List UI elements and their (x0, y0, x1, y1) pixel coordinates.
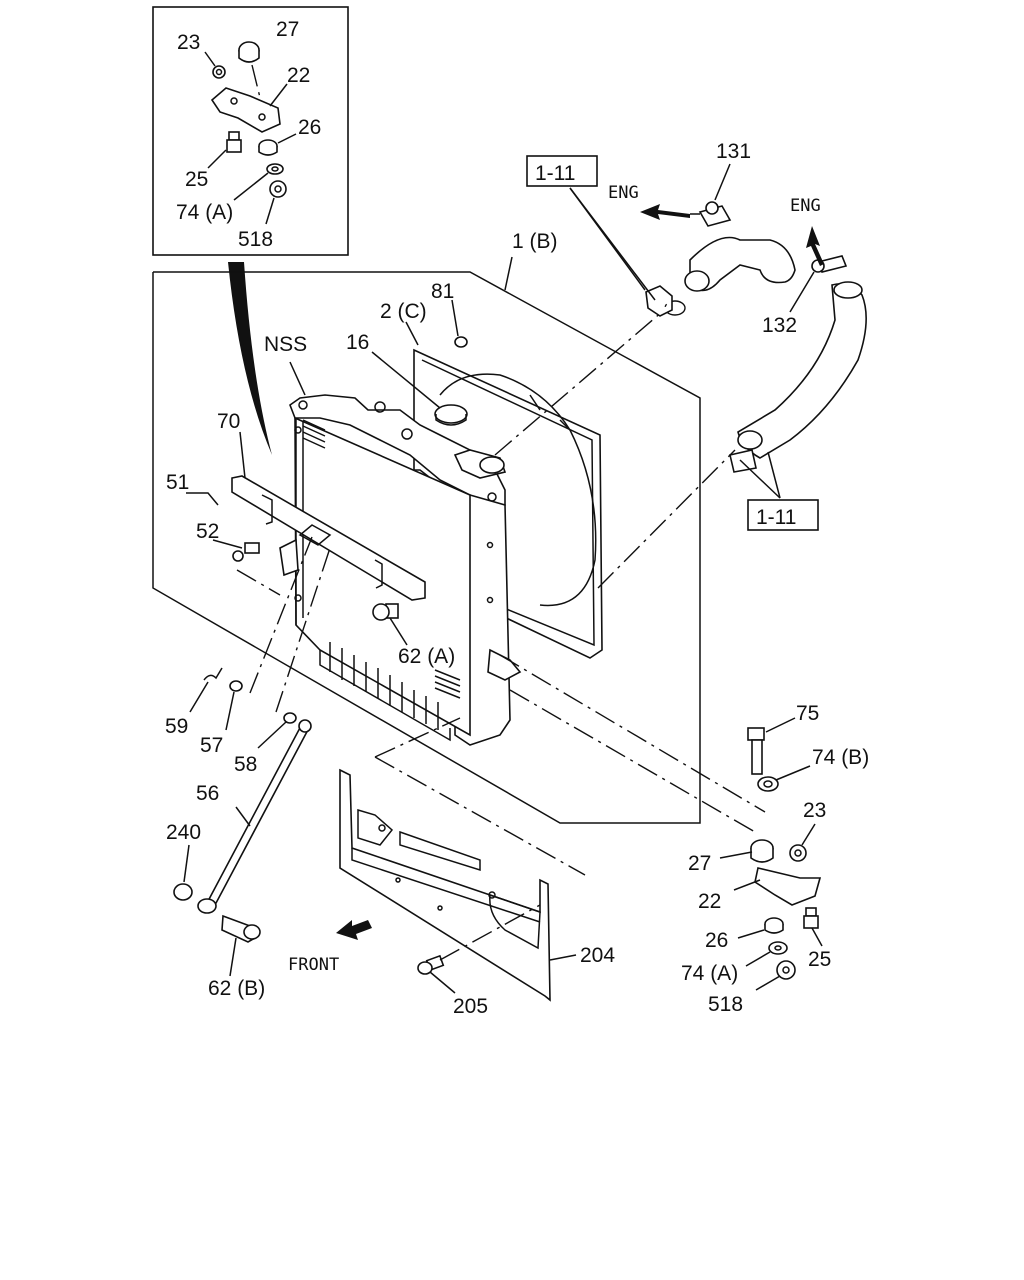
part-62b-bolt-icon (221, 914, 261, 943)
label-240: 240 (166, 821, 201, 844)
callout-labels: 23 27 22 26 25 74 (A) 518 1 (B) 2 (C) 81… (165, 18, 869, 1018)
label-27-top: 27 (276, 18, 299, 41)
label-204: 204 (580, 944, 615, 967)
label-75: 75 (796, 702, 819, 725)
part-518-top-icon (269, 180, 287, 198)
label-22-top: 22 (287, 64, 310, 87)
part-25-bottom-icon (803, 907, 819, 929)
part-22-top-icon (210, 87, 281, 133)
label-74b: 74 (B) (812, 746, 869, 769)
part-16-radiator-cap-icon (434, 404, 468, 426)
label-22-bottom: 22 (698, 890, 721, 913)
part-58-washer-icon (283, 712, 297, 724)
label-25-bottom: 25 (808, 948, 831, 971)
label-27-bottom: 27 (688, 852, 711, 875)
label-eng-2: ENG (790, 196, 821, 216)
label-57: 57 (200, 734, 223, 757)
part-131-upper-hose-icon (684, 201, 796, 292)
label-59: 59 (165, 715, 188, 738)
part-57-washer-icon (229, 680, 243, 692)
part-52-bolt-icon (232, 542, 260, 562)
label-23-bottom: 23 (803, 799, 826, 822)
part-56-stay-rod-icon (197, 719, 312, 914)
ref-box-2-label: 1-11 (756, 506, 796, 529)
label-25-top: 25 (185, 168, 208, 191)
ref-box-2-frame (747, 499, 819, 531)
label-52: 52 (196, 520, 219, 543)
inset-detail (152, 6, 349, 256)
front-arrow-icon (336, 920, 372, 940)
part-26-top-icon (258, 139, 278, 156)
core-hatch (302, 419, 461, 699)
part-23-bottom-icon (789, 844, 807, 862)
label-1b: 1 (B) (512, 230, 558, 253)
part-27-bottom-icon (750, 839, 774, 863)
inset-frame (152, 6, 349, 256)
part-62a-bolt-icon (372, 603, 399, 621)
part-70-bracket-icon (231, 475, 426, 601)
label-518-bottom: 518 (708, 993, 743, 1016)
radiator-fins (319, 642, 451, 742)
label-58: 58 (234, 753, 257, 776)
label-26-top: 26 (298, 116, 321, 139)
label-518-top: 518 (238, 228, 273, 251)
part-59-clip-icon (203, 667, 223, 681)
part-132-lower-hose-icon (729, 255, 867, 473)
part-205-bolt-icon (417, 954, 445, 975)
part-25-top-icon (226, 131, 242, 153)
label-70: 70 (217, 410, 240, 433)
label-front: FRONT (288, 955, 339, 975)
part-22-bottom-icon (754, 867, 822, 906)
part-23-top-icon (212, 65, 226, 79)
label-23-top: 23 (177, 31, 200, 54)
label-eng-1: ENG (608, 183, 639, 203)
part-26-bottom-icon (764, 917, 784, 934)
ref-box-1-label: 1-11 (535, 162, 575, 185)
label-74a-top: 74 (A) (176, 201, 233, 224)
label-16: 16 (346, 331, 369, 354)
assembly-outline (152, 256, 701, 824)
part-518-bottom-icon (776, 960, 796, 980)
label-132: 132 (762, 314, 797, 337)
label-62a: 62 (A) (398, 645, 455, 668)
part-240-washer-icon (173, 883, 193, 901)
eng-arrow-2-icon (806, 226, 824, 266)
part-75-bolt-icon (747, 727, 765, 775)
eng-arrow-1-icon (640, 204, 690, 220)
label-131: 131 (716, 140, 751, 163)
ref-box-1-frame (526, 155, 598, 187)
label-74a-bottom: 74 (A) (681, 962, 738, 985)
part-204-lower-baffle-icon (339, 768, 551, 1002)
label-81: 81 (431, 280, 454, 303)
label-2c: 2 (C) (380, 300, 427, 323)
part-74b-washer-icon (757, 776, 779, 792)
label-26-bottom: 26 (705, 929, 728, 952)
part-74a-top-icon (266, 163, 284, 175)
label-nss: NSS (264, 333, 307, 356)
part-74a-bottom-icon (768, 941, 788, 955)
inset-pointer-icon (228, 262, 272, 455)
label-51: 51 (166, 471, 189, 494)
part-27-top-icon (238, 41, 260, 63)
label-62b: 62 (B) (208, 977, 265, 1000)
label-56: 56 (196, 782, 219, 805)
label-205: 205 (453, 995, 488, 1018)
part-81-bolt-icon (454, 336, 468, 348)
